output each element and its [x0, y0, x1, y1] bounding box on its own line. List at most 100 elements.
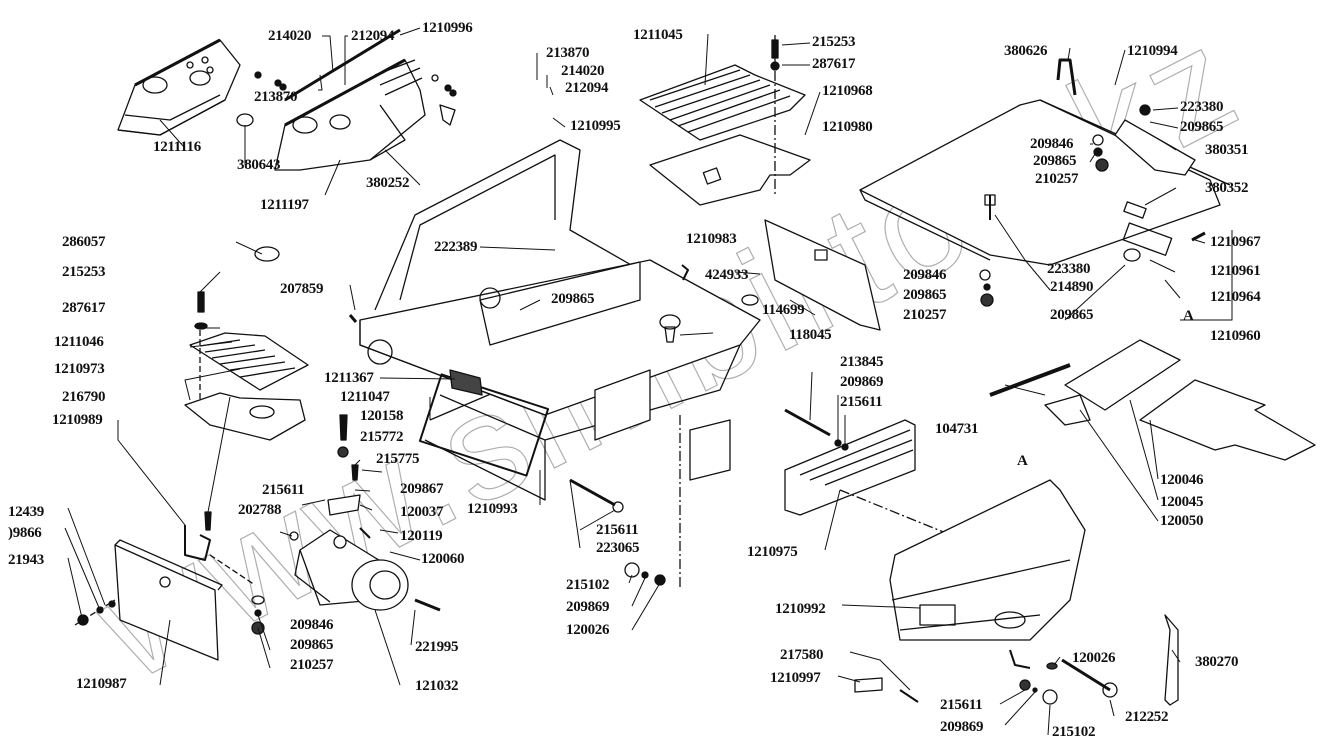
cap-286057 — [254, 246, 280, 262]
part-label: 380352 — [1205, 180, 1249, 196]
part-label: 214020 — [561, 63, 605, 79]
part-label: 1210967 — [1210, 234, 1261, 250]
part-label: 1210975 — [747, 544, 798, 560]
part-label: 210257 — [903, 307, 947, 323]
floor-plate-1210968 — [649, 134, 811, 206]
part-label: 209865 — [1050, 307, 1094, 323]
part-label: 1210987 — [76, 676, 127, 692]
part-label: 213870 — [546, 45, 590, 61]
part-label: 209865 — [290, 637, 334, 653]
plate-1210997 — [854, 677, 883, 693]
plate-1210973 — [184, 392, 306, 441]
part-label: 212094 — [565, 80, 609, 96]
part-label: 287617 — [62, 300, 106, 316]
part-label: 1210960 — [1210, 328, 1261, 344]
part-label: )9866 — [8, 525, 42, 541]
part-label: 223065 — [596, 540, 640, 556]
part-label: 1211197 — [260, 197, 309, 213]
filler-118045 — [659, 314, 681, 330]
part-label: 210257 — [290, 657, 334, 673]
bolt-223065 — [569, 478, 616, 507]
part-label: 209869 — [840, 374, 884, 390]
part-label: 215102 — [1052, 724, 1096, 740]
door-panel-1210983 — [764, 219, 881, 331]
part-label: 209846 — [903, 267, 947, 283]
part-label: 213845 — [840, 354, 884, 370]
part-label: 207859 — [280, 281, 324, 297]
part-label: 214890 — [1050, 279, 1094, 295]
part-label: 209867 — [400, 481, 444, 497]
pin-380270 — [1164, 614, 1179, 706]
pin-1210967 — [1191, 231, 1206, 242]
part-label: 209869 — [566, 599, 610, 615]
cap-114699 — [741, 294, 759, 306]
plate-120045 — [1064, 339, 1181, 411]
part-label: 209869 — [940, 719, 984, 735]
part-label: 209865 — [1033, 153, 1077, 169]
hood-panel-1211116 — [117, 38, 241, 136]
plate-120050 — [1044, 394, 1091, 426]
view-marker-a-arrow: A — [1017, 453, 1028, 469]
part-label: 215772 — [360, 429, 404, 445]
part-label: 1210997 — [770, 670, 821, 686]
part-label: 380270 — [1195, 654, 1239, 670]
part-label: 212252 — [1125, 709, 1169, 725]
clamp-120037 — [327, 494, 361, 516]
plate-380352 — [1123, 201, 1147, 219]
part-label: 221995 — [415, 639, 459, 655]
part-label: 214020 — [268, 28, 312, 44]
part-label: 286057 — [62, 234, 106, 250]
part-label: 380626 — [1004, 43, 1048, 59]
panel-1210987 — [114, 539, 223, 661]
part-label: 1211046 — [54, 334, 104, 350]
part-label: 1210993 — [467, 501, 518, 517]
part-label: 380643 — [237, 157, 281, 173]
part-label: 1210961 — [1210, 263, 1261, 279]
bolt-213845 — [784, 408, 831, 437]
handle-380626 — [1056, 58, 1077, 96]
part-label: 120060 — [421, 551, 465, 567]
plate-120046 — [1139, 379, 1316, 461]
part-label: 223380 — [1180, 99, 1224, 115]
part-label: 21943 — [8, 552, 45, 568]
floor-mat-1211045 — [639, 64, 806, 141]
part-label: 223380 — [1047, 261, 1091, 277]
part-label: 1210964 — [1210, 289, 1261, 305]
part-label: 118045 — [789, 327, 832, 343]
part-label: 1210992 — [775, 601, 826, 617]
part-label: 209865 — [551, 291, 595, 307]
bolt-223380 — [1123, 248, 1141, 262]
screw-215253 — [197, 291, 205, 313]
part-label: 1210995 — [570, 118, 621, 134]
part-label: 287617 — [812, 56, 856, 72]
part-label: 120158 — [360, 408, 404, 424]
part-label: 120046 — [1160, 472, 1204, 488]
part-label: 215611 — [596, 522, 639, 538]
part-label: 120026 — [566, 622, 610, 638]
bracket-380351 — [1114, 119, 1196, 176]
part-label: 212094 — [351, 28, 395, 44]
part-label: 120026 — [1072, 650, 1116, 666]
cab-frame-body — [359, 139, 761, 501]
part-label: 216790 — [62, 389, 106, 405]
weight-block-1210975 — [784, 419, 916, 516]
plate-1211046 — [189, 332, 309, 391]
part-label: 215102 — [566, 577, 610, 593]
part-label: 209846 — [290, 617, 334, 633]
part-label: 114699 — [762, 302, 805, 318]
part-label: 209865 — [1180, 119, 1224, 135]
cylinder-121032 — [294, 529, 409, 611]
part-label: 1210989 — [52, 412, 103, 428]
part-label: 1211367 — [324, 370, 374, 386]
part-label: 1210994 — [1127, 43, 1178, 59]
part-label: 12439 — [8, 504, 45, 520]
bolt-212252 — [1061, 658, 1111, 692]
part-label: 1210973 — [54, 361, 105, 377]
part-label: 213870 — [254, 89, 298, 105]
part-label: 202788 — [238, 502, 282, 518]
part-label: 215775 — [376, 451, 420, 467]
part-label: 1210983 — [686, 231, 737, 247]
hinge-1210961 — [1122, 222, 1173, 256]
